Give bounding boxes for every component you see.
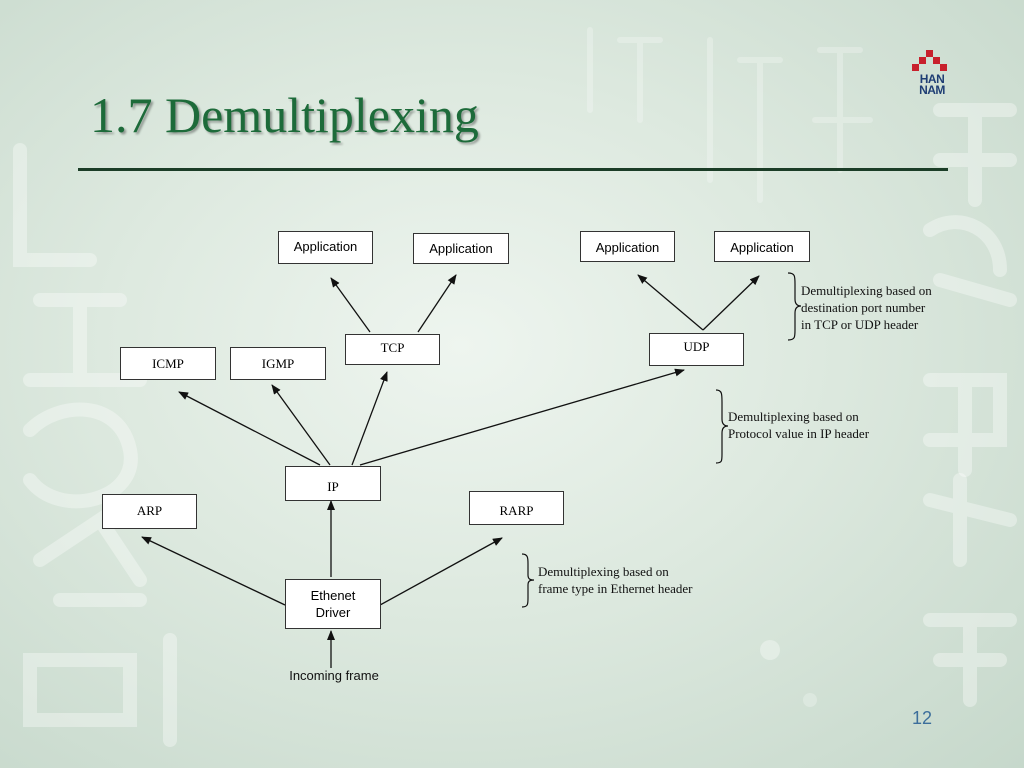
page-number: 12 <box>912 708 933 728</box>
application-box-4: Application <box>714 231 810 262</box>
arrow-tcp-app1 <box>330 277 371 333</box>
application-box-1: Application <box>278 231 373 264</box>
arrow-eth-arp <box>141 536 286 606</box>
arrow-udp-app4 <box>702 275 760 331</box>
slide-title: 1.7 Demultiplexing <box>90 87 479 143</box>
brace-protocol <box>715 389 729 464</box>
logo-text: HAN NAM <box>919 72 945 97</box>
hannam-logo-icon <box>912 50 947 71</box>
arrow-udp-app3 <box>637 274 704 331</box>
note-port-demux: Demultiplexing based on destination port… <box>801 283 932 332</box>
arrow-ip-udp <box>359 368 685 466</box>
arrow-eth-rarp <box>379 537 503 606</box>
icmp-box: ICMP <box>120 347 216 380</box>
ethernet-driver-box: Ethenet Driver <box>285 579 381 629</box>
arrow-tcp-app2 <box>417 274 457 333</box>
ip-box: IP <box>285 466 381 501</box>
arp-box: ARP <box>102 494 197 529</box>
arrow-ip-icmp <box>178 391 321 466</box>
application-box-2: Application <box>413 233 509 264</box>
arrow-ip-igmp <box>271 384 331 466</box>
rarp-box: RARP <box>469 491 564 525</box>
note-protocol-demux: Demultiplexing based on Protocol value i… <box>728 409 870 441</box>
title-underline <box>78 168 948 171</box>
brace-port <box>787 272 802 341</box>
arrow-ip-tcp <box>351 371 388 466</box>
tcp-box: TCP <box>345 334 440 365</box>
brace-frame <box>521 553 535 608</box>
udp-box: UDP <box>649 333 744 366</box>
incoming-frame-label: Incoming frame <box>289 668 379 683</box>
note-frame-demux: Demultiplexing based on frame type in Et… <box>538 564 693 596</box>
application-box-3: Application <box>580 231 675 262</box>
igmp-box: IGMP <box>230 347 326 380</box>
